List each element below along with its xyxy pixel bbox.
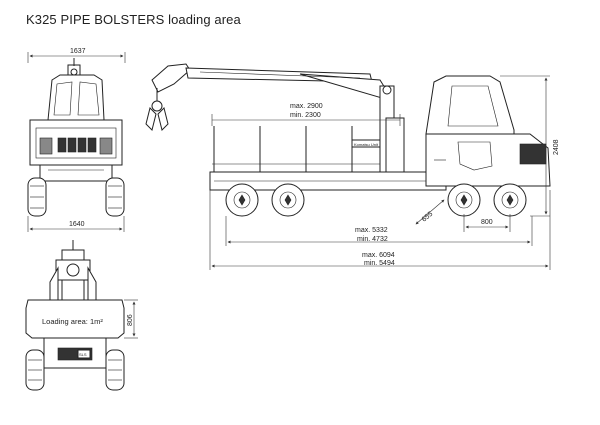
front-width-top-label: 1637 bbox=[70, 48, 86, 55]
front-cab bbox=[29, 74, 123, 182]
side-wheel-2 bbox=[271, 183, 305, 217]
front-width-bottom-label: 1640 bbox=[69, 221, 85, 228]
side-wheel-1 bbox=[225, 183, 259, 217]
length-min: min. 5494 bbox=[364, 260, 395, 267]
wheelbase-max: max. 5332 bbox=[355, 227, 388, 234]
front-wheel-right bbox=[105, 177, 125, 217]
total-height-label: 2408 bbox=[553, 139, 560, 155]
side-decal bbox=[351, 139, 381, 148]
rear-height-label: 806 bbox=[127, 314, 134, 326]
front-grille bbox=[57, 137, 97, 153]
rear-crane bbox=[49, 240, 97, 301]
side-crane-boom bbox=[145, 63, 405, 183]
side-view: max. 2900 min. 2300 Komatsu Unit bbox=[145, 63, 560, 270]
side-stakes bbox=[212, 126, 380, 172]
side-cab bbox=[425, 75, 551, 187]
side-wheel-3 bbox=[447, 183, 481, 217]
rear-wheel-right bbox=[105, 349, 125, 391]
side-decal-text: Komatsu Unit bbox=[354, 142, 379, 147]
rear-badge: SLS bbox=[79, 352, 87, 357]
drawing-title: K325 PIPE BOLSTERS loading area bbox=[26, 12, 241, 27]
front-view: 1637 bbox=[27, 48, 126, 232]
rear-view: Loading area: 1m² 806 SLS bbox=[25, 240, 138, 391]
front-crane-head bbox=[67, 58, 81, 76]
loading-area-label: Loading area: 1m² bbox=[42, 317, 103, 326]
rear-wheel-left bbox=[25, 349, 45, 391]
rear-loading-box bbox=[25, 299, 125, 339]
wheel-dim-label: 800 bbox=[481, 219, 493, 226]
crane-reach-max: max. 2900 bbox=[290, 103, 323, 110]
crane-reach-min: min. 2300 bbox=[290, 112, 321, 119]
length-max: max. 6094 bbox=[362, 252, 395, 259]
side-wheel-4 bbox=[493, 183, 527, 217]
front-wheel-left bbox=[27, 177, 47, 217]
wheelbase-min: min. 4732 bbox=[357, 236, 388, 243]
ground-clearance-label: 655 bbox=[421, 211, 435, 224]
